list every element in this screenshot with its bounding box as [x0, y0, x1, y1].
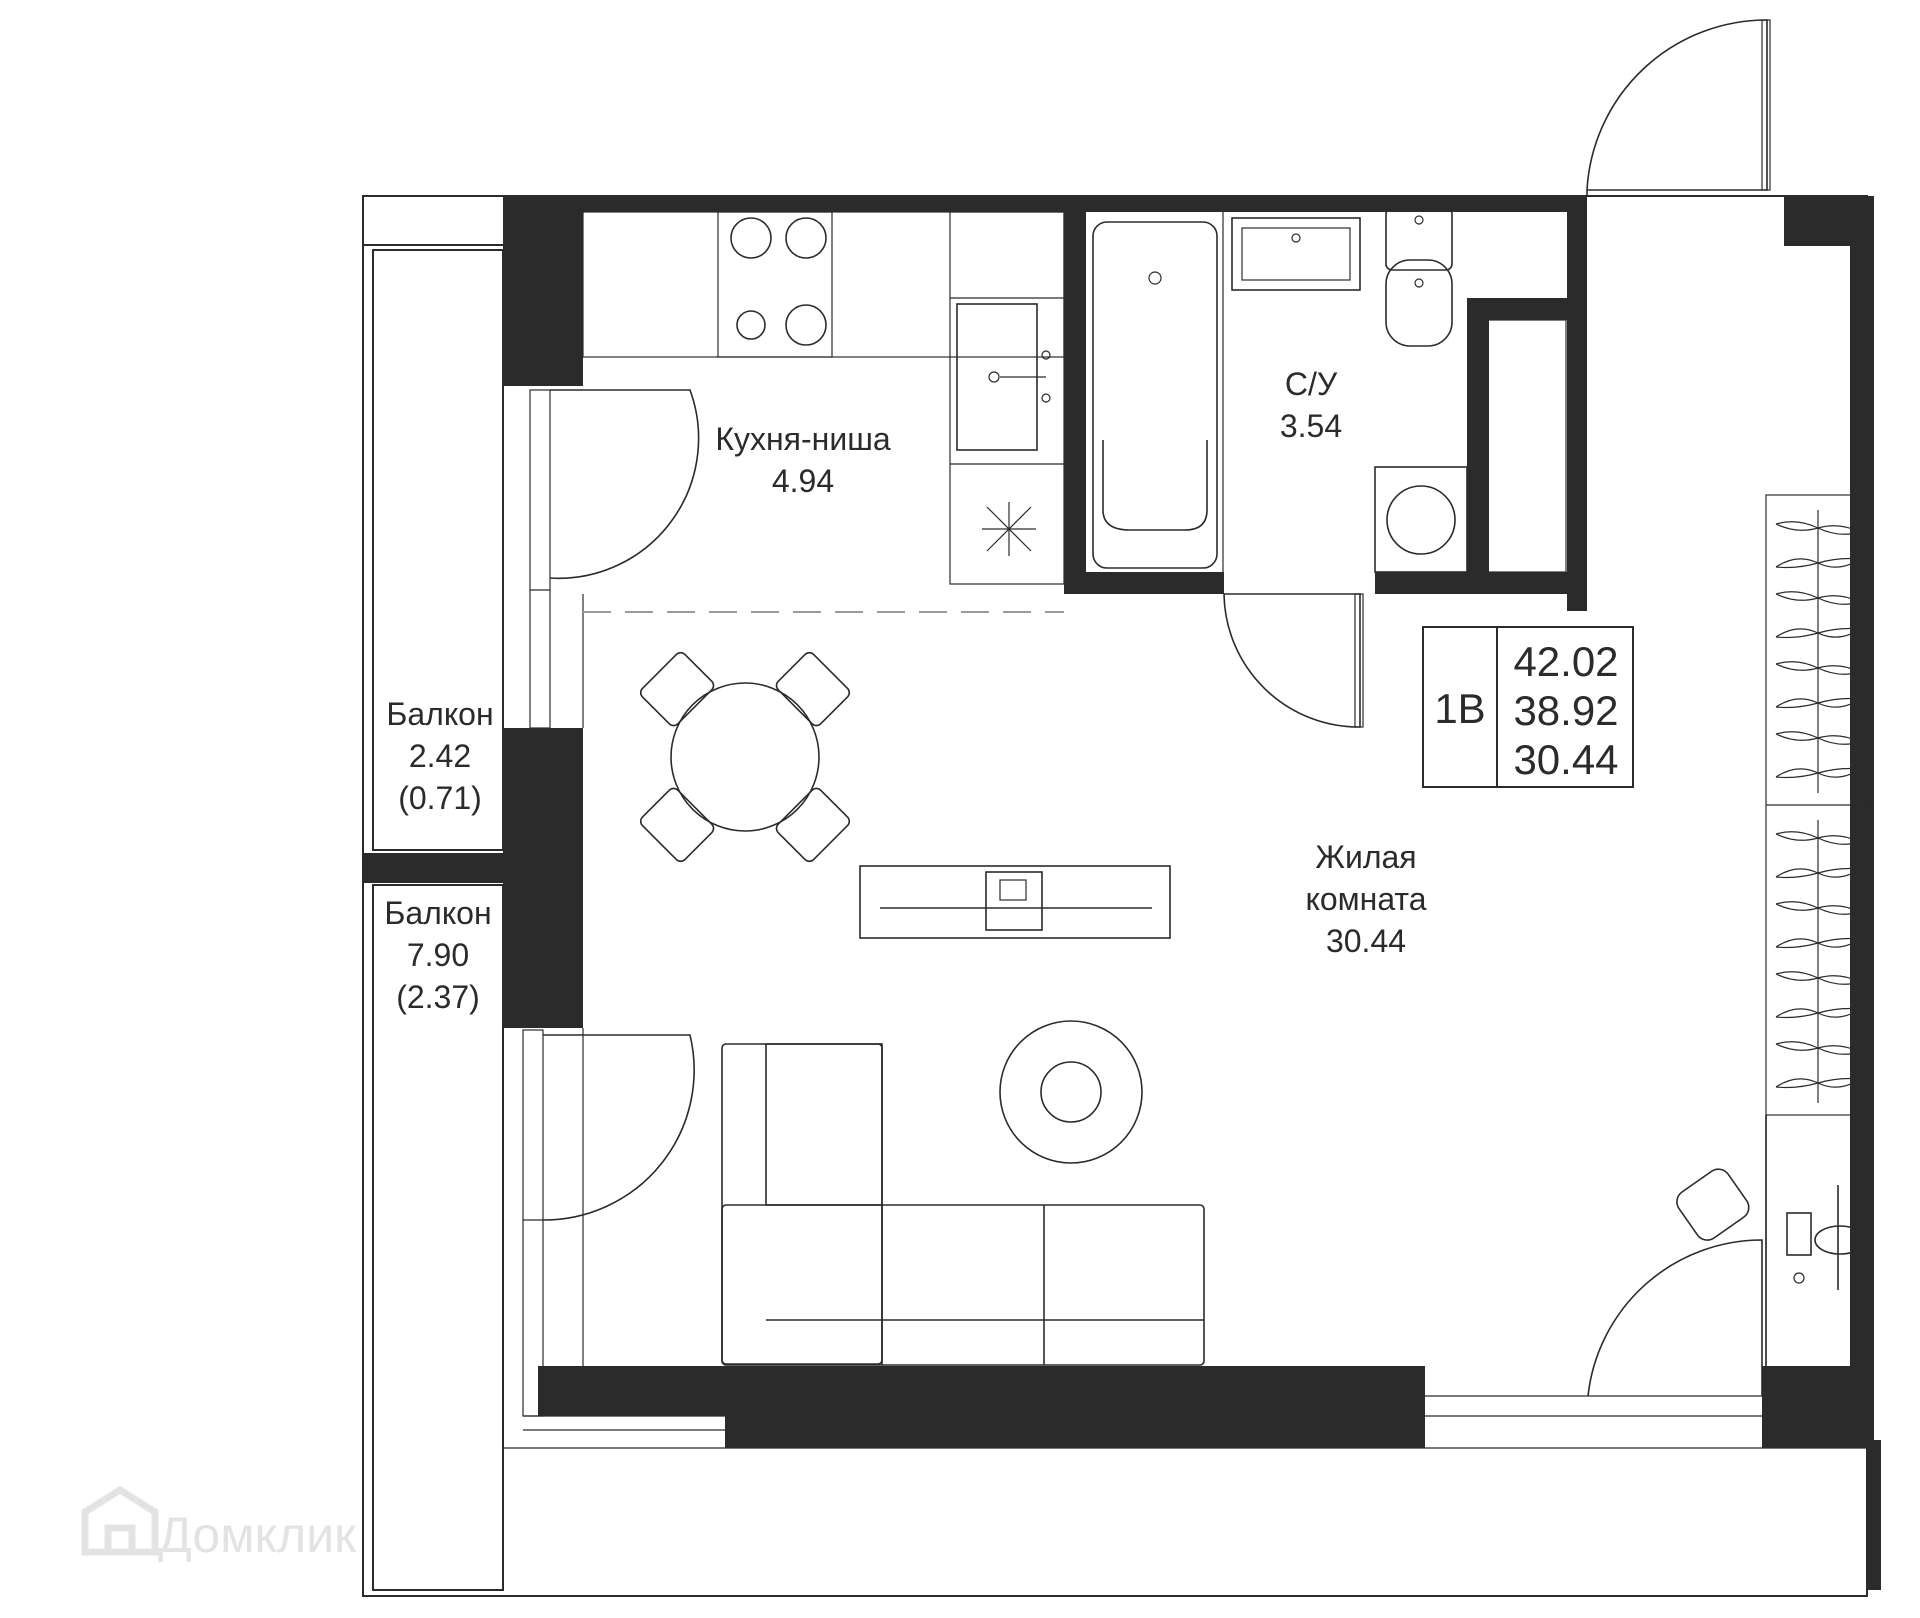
washing-machine-icon [1374, 466, 1468, 573]
total-area: 42.02 [1513, 638, 1618, 685]
window-left [522, 389, 725, 1431]
storage-closet [1487, 319, 1567, 573]
stove-icon [717, 211, 833, 358]
house-icon [81, 1485, 159, 1556]
room-labels: Кухня-ниша 4.94 С/У 3.54 Жилая комната 3… [384, 366, 1618, 1015]
kitchen-name: Кухня-ниша [715, 421, 891, 457]
dining-table-icon [639, 651, 851, 863]
balcony-upper-reduced: (0.71) [398, 780, 482, 816]
bathroom-name: С/У [1285, 366, 1338, 402]
coffee-table-icon [999, 1020, 1143, 1164]
desk-icon [1676, 1115, 1866, 1366]
balcony-upper-name: Балкон [386, 696, 493, 732]
kitchen-sink-icon [956, 303, 1051, 451]
watermark-text: Домклик [158, 1507, 357, 1563]
kitchen-counter [582, 211, 1065, 613]
balcony-lower-reduced: (2.37) [396, 979, 480, 1015]
sofa-icon [721, 1043, 1205, 1366]
living-area: 30.44 [1326, 923, 1406, 959]
balcony-lower-name: Балкон [384, 895, 491, 931]
area-summary-box [1422, 626, 1634, 788]
walls [363, 196, 1881, 1590]
tv-icon [859, 865, 1171, 939]
balcony-lower-area: 7.90 [407, 937, 469, 973]
living-area-summary: 30.44 [1513, 736, 1618, 783]
fridge-icon [982, 502, 1036, 556]
balcony-upper-area: 2.42 [409, 738, 471, 774]
bathroom-sink-icon [1231, 217, 1361, 291]
toilet-icon [1385, 207, 1453, 347]
apartment-type: 1В [1434, 685, 1485, 732]
bathtub-icon [1092, 212, 1224, 572]
watermark: Домклик [81, 1485, 357, 1563]
inner-outline [502, 494, 1871, 1449]
wardrobe-icon [1775, 510, 1861, 1103]
living-name-line1: Жилая [1315, 839, 1416, 875]
area-without-balconies: 38.92 [1513, 687, 1618, 734]
doors [542, 19, 1771, 1397]
bathroom-area: 3.54 [1280, 408, 1342, 444]
kitchen-area: 4.94 [772, 463, 834, 499]
living-name-line2: комната [1305, 881, 1426, 917]
